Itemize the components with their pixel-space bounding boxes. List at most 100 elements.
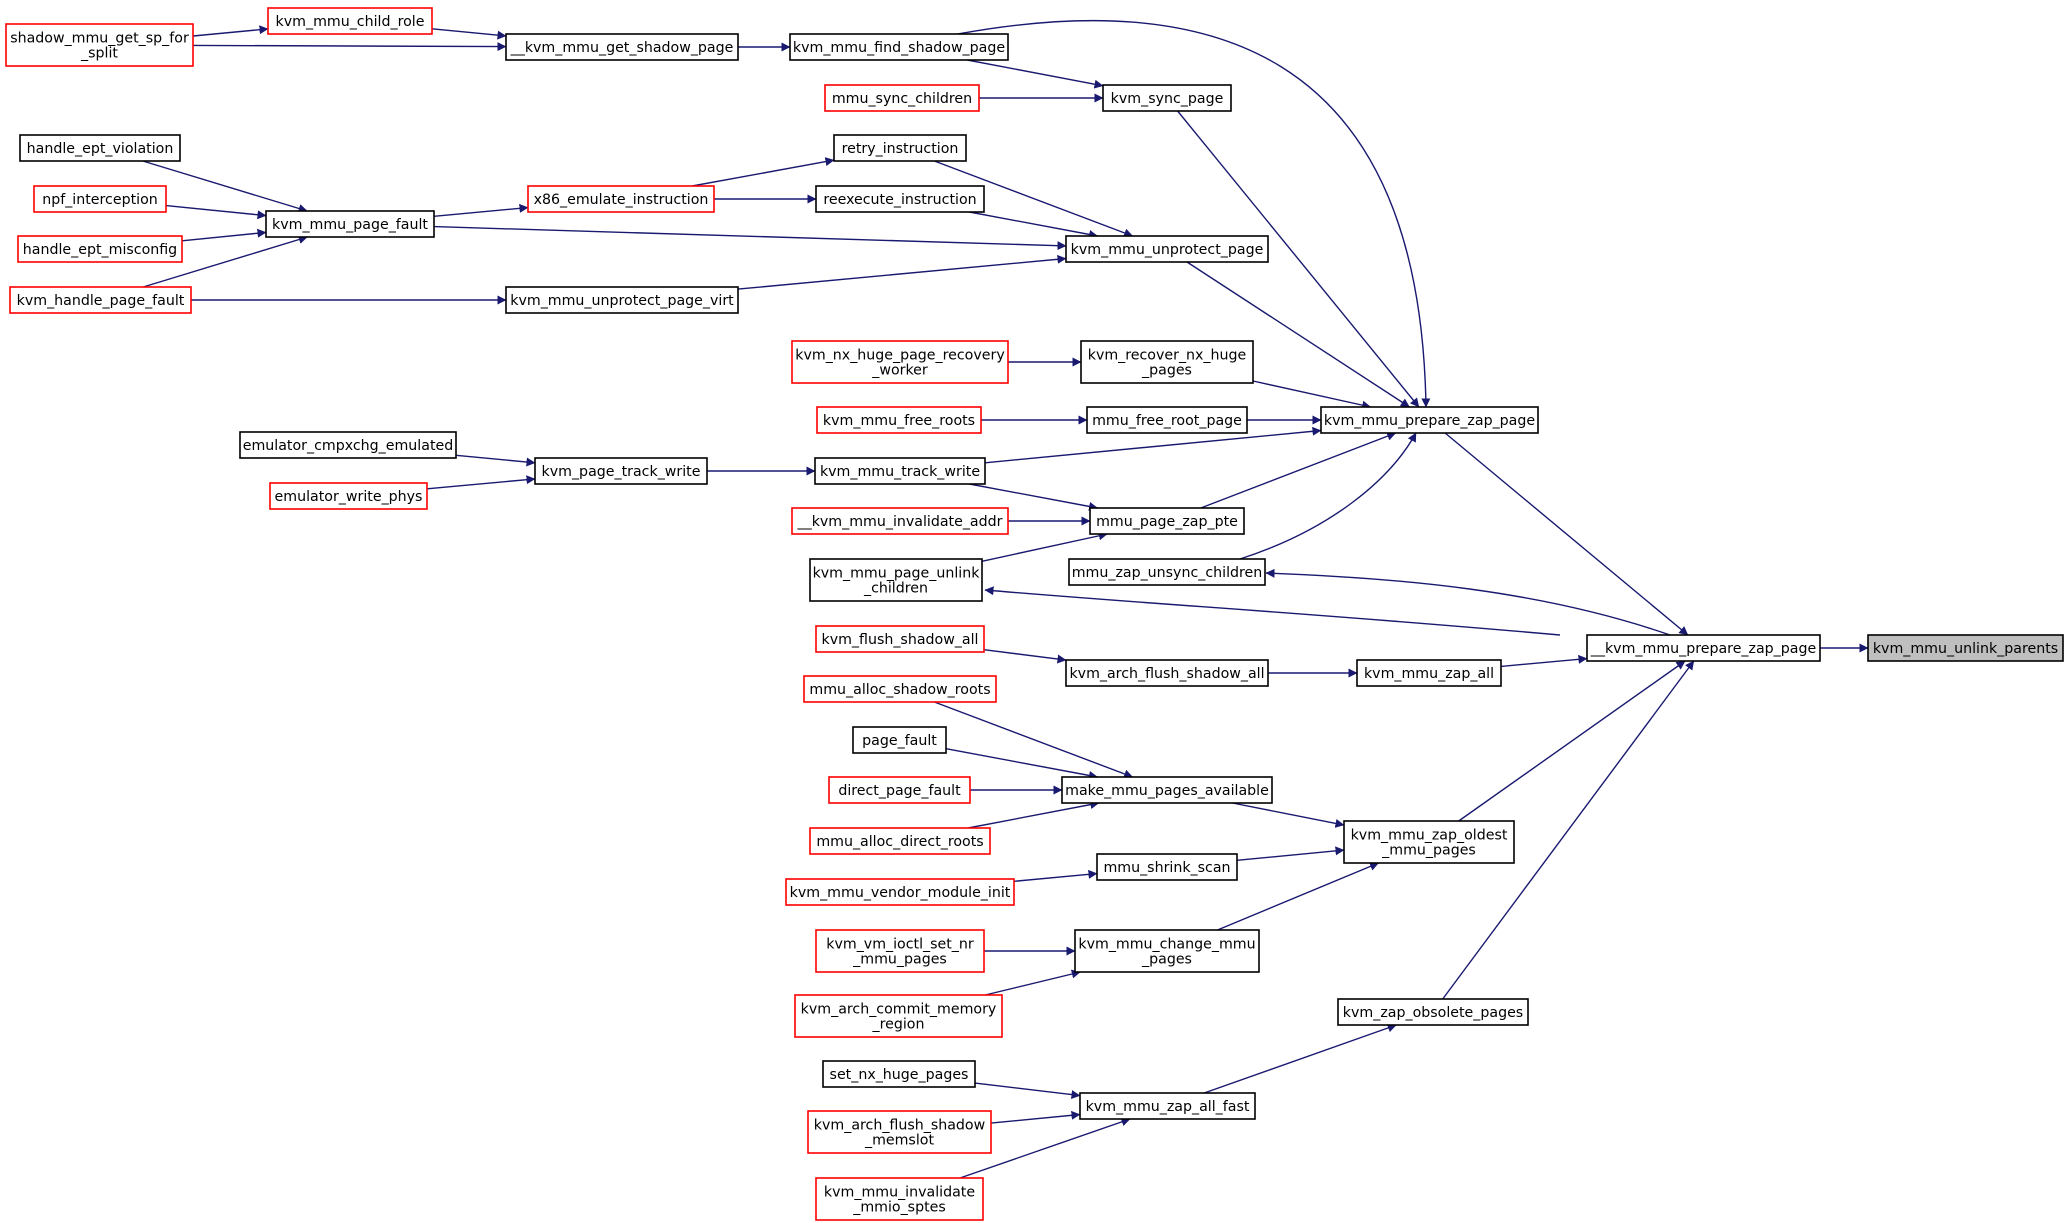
function-node[interactable]: kvm_mmu_prepare_zap_page — [1320, 406, 1539, 434]
function-node[interactable]: kvm_mmu_track_write — [814, 457, 986, 485]
function-node[interactable]: kvm_mmu_unprotect_page_virt — [505, 286, 739, 314]
function-node[interactable]: mmu_zap_unsync_children — [1068, 558, 1266, 586]
node-box — [1586, 634, 1821, 662]
node-label: _split — [80, 46, 118, 62]
function-node[interactable]: kvm_mmu_change_mmu_pages — [1074, 929, 1260, 973]
node-label: __kvm_mmu_invalidate_addr — [797, 514, 1003, 530]
function-node[interactable]: mmu_page_zap_pte — [1089, 507, 1245, 535]
node-box — [833, 134, 967, 162]
function-node[interactable]: make_mmu_pages_available — [1061, 776, 1273, 804]
function-node[interactable]: kvm_mmu_free_roots — [816, 406, 982, 434]
function-node[interactable]: kvm_vm_ioctl_set_nr_mmu_pages — [815, 929, 985, 973]
call-edge — [181, 228, 267, 242]
function-node[interactable]: kvm_mmu_zap_all — [1356, 659, 1502, 687]
function-node[interactable]: __kvm_mmu_get_shadow_page — [505, 33, 739, 61]
call-edge — [1442, 660, 1695, 1000]
node-box — [1102, 84, 1232, 112]
root-function-node[interactable]: kvm_mmu_unlink_parents — [1867, 634, 2064, 662]
node-label: kvm_mmu_zap_all_fast — [1086, 1099, 1250, 1115]
function-node[interactable]: kvm_mmu_find_shadow_page — [789, 33, 1009, 61]
node-label: retry_instruction — [842, 141, 959, 157]
function-node[interactable]: kvm_recover_nx_huge_pages — [1080, 340, 1254, 384]
function-node[interactable]: shadow_mmu_get_sp_for_split — [5, 23, 194, 67]
node-box — [505, 33, 739, 61]
function-node[interactable]: kvm_mmu_page_unlink_children — [809, 558, 983, 602]
function-node[interactable]: x86_emulate_instruction — [527, 185, 715, 213]
function-node[interactable]: handle_ept_violation — [19, 134, 181, 162]
node-label: emulator_cmpxchg_emulated — [243, 438, 454, 454]
function-node[interactable]: kvm_arch_flush_shadow_all — [1065, 659, 1269, 687]
node-label: handle_ept_violation — [27, 141, 174, 157]
node-box — [816, 406, 982, 434]
function-node[interactable]: kvm_zap_obsolete_pages — [1337, 998, 1529, 1026]
function-node[interactable]: handle_ept_misconfig — [17, 235, 183, 263]
call-edge — [1236, 846, 1345, 861]
node-label: _pages — [1141, 363, 1192, 379]
node-label: mmu_zap_unsync_children — [1072, 565, 1263, 581]
function-node[interactable]: mmu_free_root_page — [1086, 406, 1248, 434]
node-box — [269, 482, 428, 510]
function-node[interactable]: kvm_handle_page_fault — [9, 286, 192, 314]
function-node[interactable]: kvm_mmu_zap_oldest_mmu_pages — [1343, 820, 1515, 864]
node-box — [1079, 1092, 1256, 1120]
function-node[interactable]: kvm_mmu_vendor_module_init — [785, 878, 1015, 906]
node-label: kvm_sync_page — [1111, 91, 1224, 107]
call-edge — [142, 160, 308, 213]
function-node[interactable]: emulator_write_phys — [269, 482, 428, 510]
node-box — [852, 726, 947, 754]
function-node[interactable]: kvm_nx_huge_page_recovery_worker — [791, 340, 1009, 384]
node-box — [794, 994, 1003, 1038]
function-node[interactable]: npf_interception — [33, 185, 167, 213]
function-node[interactable]: direct_page_fault — [828, 776, 971, 804]
node-label: reexecute_instruction — [823, 192, 976, 208]
call-edge — [1252, 380, 1372, 410]
call-edge — [934, 701, 1134, 779]
function-node[interactable]: mmu_sync_children — [824, 84, 980, 112]
function-node[interactable]: mmu_alloc_shadow_roots — [803, 675, 997, 703]
function-node[interactable]: kvm_arch_flush_shadow_memslot — [807, 1110, 992, 1154]
node-label: npf_interception — [42, 192, 158, 208]
node-label: shadow_mmu_get_sp_for — [10, 31, 189, 47]
node-label: _worker — [871, 363, 928, 379]
call-edge — [431, 28, 507, 40]
function-node[interactable]: __kvm_mmu_prepare_zap_page — [1586, 634, 1821, 662]
node-label: mmu_free_root_page — [1092, 413, 1242, 429]
node-label: kvm_zap_obsolete_pages — [1343, 1005, 1523, 1021]
node-box — [807, 1110, 992, 1154]
node-label: _memslot — [864, 1133, 934, 1149]
function-node[interactable]: page_fault — [852, 726, 947, 754]
function-node[interactable]: mmu_shrink_scan — [1096, 853, 1238, 881]
function-node[interactable]: emulator_cmpxchg_emulated — [239, 431, 457, 459]
function-node[interactable]: set_nx_huge_pages — [822, 1060, 976, 1088]
call-edge — [1013, 869, 1098, 882]
call-edge — [691, 157, 835, 187]
function-node[interactable]: mmu_alloc_direct_roots — [809, 827, 991, 855]
function-node[interactable]: kvm_mmu_unprotect_page — [1065, 235, 1269, 263]
function-node[interactable]: kvm_mmu_invalidate_mmio_sptes — [815, 1177, 984, 1221]
function-node[interactable]: kvm_page_track_write — [534, 457, 708, 485]
function-node[interactable]: kvm_mmu_page_fault — [265, 210, 435, 238]
node-label: kvm_mmu_track_write — [820, 464, 980, 480]
function-node[interactable]: kvm_flush_shadow_all — [815, 625, 985, 653]
function-node[interactable]: kvm_sync_page — [1102, 84, 1232, 112]
node-label: kvm_vm_ioctl_set_nr — [826, 937, 974, 953]
node-label: _mmu_pages — [852, 952, 947, 968]
node-label: kvm_mmu_find_shadow_page — [793, 40, 1005, 56]
node-label: make_mmu_pages_available — [1065, 783, 1269, 799]
function-node[interactable]: retry_instruction — [833, 134, 967, 162]
node-box — [814, 457, 986, 485]
function-node[interactable]: kvm_mmu_zap_all_fast — [1079, 1092, 1256, 1120]
function-node[interactable]: kvm_mmu_child_role — [267, 7, 433, 35]
function-node[interactable]: reexecute_instruction — [815, 185, 985, 213]
function-node[interactable]: __kvm_mmu_invalidate_addr — [791, 507, 1009, 535]
call-edge — [1458, 660, 1686, 822]
nodes-layer: kvm_mmu_unlink_parents __kvm_mmu_prepare_… — [5, 7, 2064, 1221]
function-node[interactable]: kvm_arch_commit_memory_region — [794, 994, 1003, 1038]
call-edge — [957, 20, 1431, 408]
node-label: kvm_mmu_unprotect_page_virt — [510, 293, 734, 309]
node-box — [809, 827, 991, 855]
call-edge — [142, 235, 308, 288]
node-label: kvm_mmu_change_mmu — [1078, 937, 1255, 953]
node-label: kvm_mmu_prepare_zap_page — [1324, 413, 1535, 429]
